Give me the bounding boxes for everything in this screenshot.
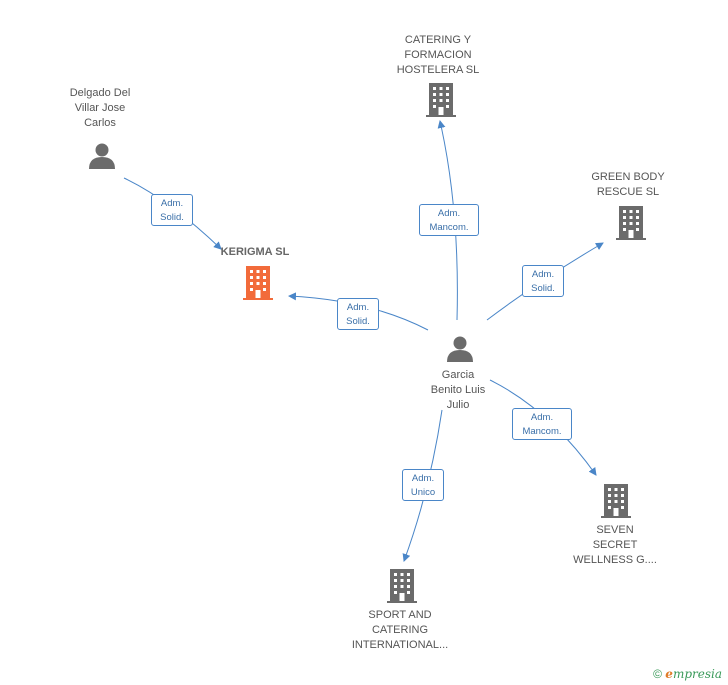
node-label: Delgado Del Villar Jose Carlos (69, 87, 131, 129)
company-node-kerigma[interactable]: KERIGMA SL (205, 245, 305, 260)
relation-line2: Solid. (160, 212, 184, 223)
relation-badge-garcia-sport-catering[interactable]: Adm. Unico (402, 469, 444, 501)
relation-line1: Adm. (531, 269, 555, 280)
relation-line2: Solid. (346, 316, 370, 327)
node-label: Garcia Benito Luis Julio (430, 369, 486, 411)
relation-line1: Adm. (437, 208, 461, 219)
relation-line1: Adm. (160, 198, 184, 209)
relation-badge-garcia-seven-secret[interactable]: Adm. Mancom. (512, 408, 572, 440)
person-node-garcia[interactable]: Garcia Benito Luis Julio (408, 368, 508, 413)
building-icon[interactable] (601, 484, 631, 518)
company-node-sport-catering[interactable]: SPORT AND CATERING INTERNATIONAL... (340, 608, 460, 653)
relation-badge-garcia-kerigma[interactable]: Adm. Solid. (337, 298, 379, 330)
relation-line1: Adm. (411, 473, 435, 484)
person-node-delgado[interactable]: Delgado Del Villar Jose Carlos (50, 86, 150, 131)
copyright-icon: © (653, 667, 662, 681)
relation-line2: Unico (410, 487, 436, 498)
building-icon[interactable] (387, 569, 417, 603)
brand-watermark: © empresia (653, 667, 722, 681)
relation-line1: Adm. (346, 302, 370, 313)
relation-line2: Mancom. (522, 426, 562, 437)
building-icon[interactable] (426, 83, 456, 117)
relation-badge-delgado-kerigma[interactable]: Adm. Solid. (151, 194, 193, 226)
building-icon[interactable] (243, 266, 273, 300)
person-icon[interactable] (88, 141, 116, 169)
node-label: CATERING Y FORMACION HOSTELERA SL (396, 34, 480, 76)
node-label: SEVEN SECRET WELLNESS G.... (573, 524, 657, 566)
relation-line2: Mancom. (429, 222, 469, 233)
relation-badge-garcia-green-body[interactable]: Adm. Solid. (522, 265, 564, 297)
company-node-green-body[interactable]: GREEN BODY RESCUE SL (578, 170, 678, 200)
relation-line2: Solid. (531, 283, 555, 294)
person-icon[interactable] (446, 334, 474, 362)
node-label: KERIGMA SL (220, 246, 290, 258)
relation-line1: Adm. (530, 412, 554, 423)
brand-logo-e: e (665, 667, 673, 681)
brand-logo-text: mpresia (672, 667, 722, 681)
relation-badge-garcia-catering-formacion[interactable]: Adm. Mancom. (419, 204, 479, 236)
node-label: GREEN BODY RESCUE SL (591, 171, 665, 198)
company-node-catering-formacion[interactable]: CATERING Y FORMACION HOSTELERA SL (378, 33, 498, 78)
node-label: SPORT AND CATERING INTERNATIONAL... (351, 609, 449, 651)
building-icon[interactable] (616, 206, 646, 240)
company-node-seven-secret[interactable]: SEVEN SECRET WELLNESS G.... (559, 523, 671, 568)
